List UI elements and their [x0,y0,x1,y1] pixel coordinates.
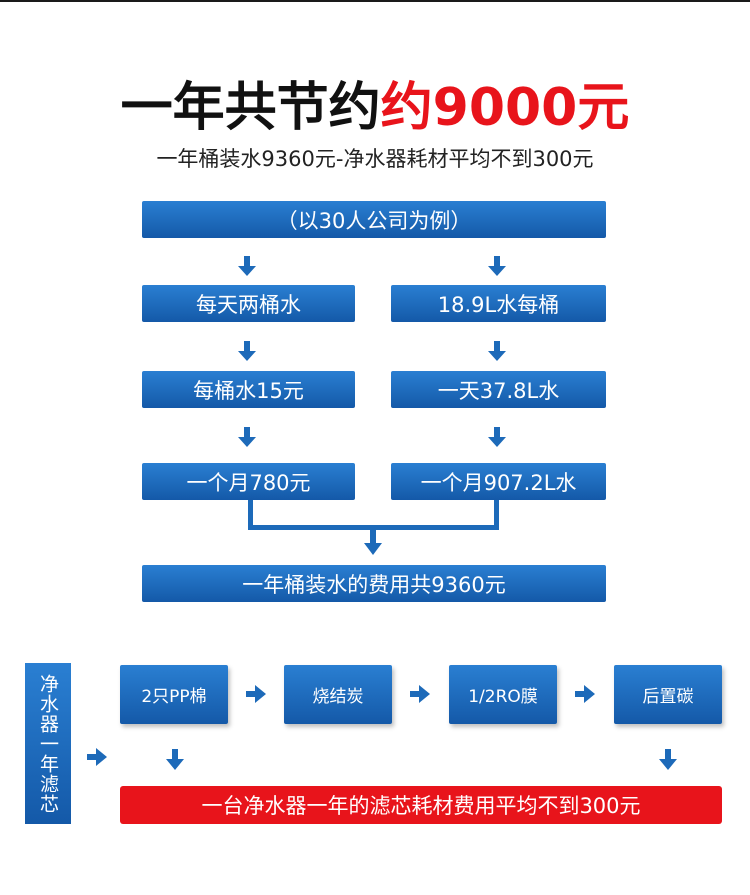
right-step-box: 18.9L水每桶 [391,285,606,322]
down-arrow-icon [488,256,506,276]
right-arrow-icon [246,685,266,703]
down-arrow-icon [238,256,256,276]
filter-step-box: 1/2RO膜 [449,665,557,724]
down-arrow-icon [488,427,506,447]
right-step-box: 一个月907.2L水 [391,463,606,500]
title-prefix: 一年共节约 [120,78,381,138]
filter-side-label: 净水器一年滤芯 [25,663,71,824]
down-arrow-icon [166,749,184,770]
right-arrow-icon [87,748,107,766]
left-step-box: 每天两桶水 [142,285,355,322]
filter-step-box: 2只PP棉 [120,665,228,724]
down-arrow-icon [238,427,256,447]
left-step-box: 每桶水15元 [142,371,355,408]
top-divider [0,0,750,2]
page-title: 一年共节约约9000元 [0,76,750,140]
filter-cost-box: 一台净水器一年的滤芯耗材费用平均不到300元 [120,786,722,824]
title-highlight: 约9000元 [380,78,630,138]
filter-step-box: 后置碳 [614,665,722,724]
merge-line [494,500,499,530]
down-arrow-icon [659,749,677,770]
down-arrow-icon [364,543,382,555]
merge-line [248,500,253,530]
merge-line [370,525,376,545]
right-arrow-icon [410,685,430,703]
down-arrow-icon [238,341,256,361]
example-box: （以30人公司为例） [142,201,606,238]
right-step-box: 一天37.8L水 [391,371,606,408]
filter-step-box: 烧结炭 [284,665,392,724]
down-arrow-icon [488,341,506,361]
left-step-box: 一个月780元 [142,463,355,500]
right-arrow-icon [575,685,595,703]
bottled-water-total-box: 一年桶装水的费用共9360元 [142,565,606,602]
page-subtitle: 一年桶装水9360元-净水器耗材平均不到300元 [156,147,594,171]
